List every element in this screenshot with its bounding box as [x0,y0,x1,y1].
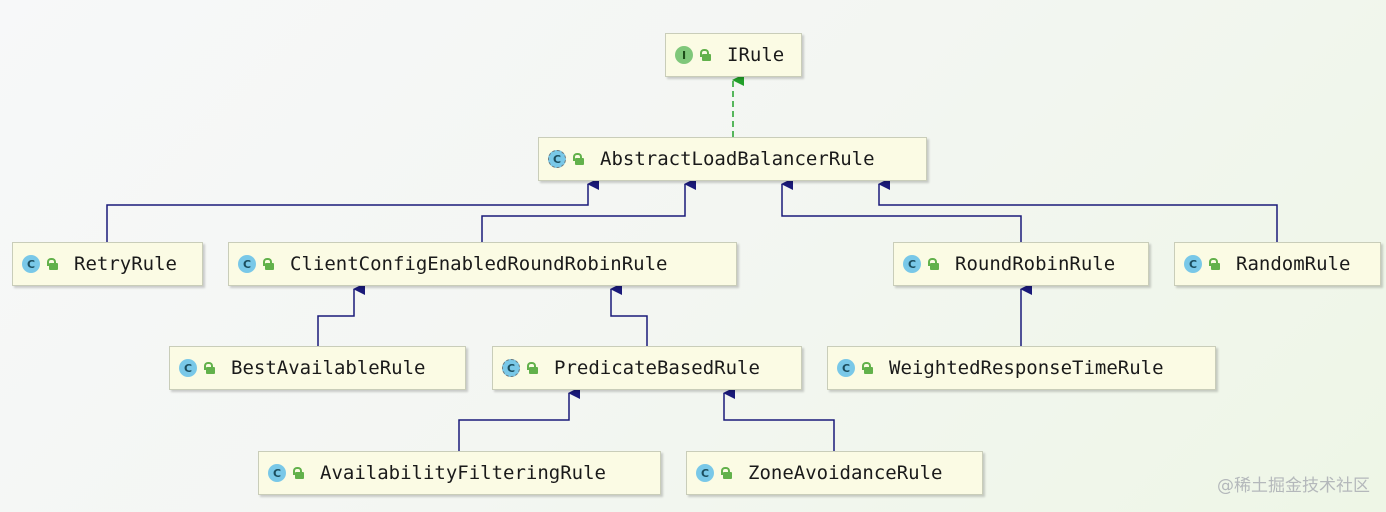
edge-zone-extends-predicate [723,387,835,451]
public-lock-icon [262,257,276,271]
class-node-abstract[interactable]: C AbstractLoadBalancerRule [538,137,927,181]
interface-icon: I [675,46,693,64]
edge-predicate-extends-clientcfg [610,283,648,346]
class-node-label: WeightedResponseTimeRule [889,357,1164,379]
edge-bestavail-extends-clientcfg [317,283,365,346]
class-node-retry[interactable]: C RetryRule [12,242,203,286]
class-node-predicate[interactable]: C PredicateBasedRule [492,346,802,390]
edge-availability-extends-predicate [458,387,580,451]
class-icon: C [22,255,40,273]
class-node-roundrobin[interactable]: C RoundRobinRule [893,242,1149,286]
class-icon: C [268,464,286,482]
edge-roundrobin-extends-abstract [781,178,1022,242]
edge-random-extends-abstract [878,178,1278,242]
public-lock-icon [1208,257,1222,271]
watermark: @稀土掘金技术社区 [1217,476,1370,496]
abstract-class-icon: C [502,359,520,377]
class-node-label: AvailabilityFilteringRule [320,462,606,484]
class-node-irule[interactable]: I IRule [665,33,802,77]
class-node-label: BestAvailableRule [231,357,426,379]
class-icon: C [903,255,921,273]
class-node-label: IRule [727,44,785,66]
class-node-label: RandomRule [1236,253,1351,275]
class-node-bestavail[interactable]: C BestAvailableRule [169,346,466,390]
class-node-label: ZoneAvoidanceRule [748,462,943,484]
class-node-weighted[interactable]: C WeightedResponseTimeRule [827,346,1216,390]
class-node-zone[interactable]: C ZoneAvoidanceRule [686,451,983,495]
public-lock-icon [203,361,217,375]
edge-retry-extends-abstract [106,178,599,242]
class-icon: C [238,255,256,273]
class-icon: C [696,464,714,482]
public-lock-icon [572,152,586,166]
public-lock-icon [927,257,941,271]
class-node-label: ClientConfigEnabledRoundRobinRule [290,253,668,275]
class-node-label: RoundRobinRule [955,253,1116,275]
public-lock-icon [861,361,875,375]
class-node-label: PredicateBasedRule [554,357,760,379]
class-icon: C [1184,255,1202,273]
class-icon: C [179,359,197,377]
class-node-availability[interactable]: C AvailabilityFilteringRule [258,451,661,495]
class-icon: C [837,359,855,377]
public-lock-icon [720,466,734,480]
edge-clientcfg-extends-abstract [481,178,696,242]
class-node-label: AbstractLoadBalancerRule [600,148,875,170]
public-lock-icon [46,257,60,271]
class-node-random[interactable]: C RandomRule [1174,242,1381,286]
class-node-label: RetryRule [74,253,177,275]
class-node-clientcfg[interactable]: C ClientConfigEnabledRoundRobinRule [228,242,737,286]
public-lock-icon [699,48,713,62]
public-lock-icon [292,466,306,480]
abstract-class-icon: C [548,150,566,168]
public-lock-icon [526,361,540,375]
